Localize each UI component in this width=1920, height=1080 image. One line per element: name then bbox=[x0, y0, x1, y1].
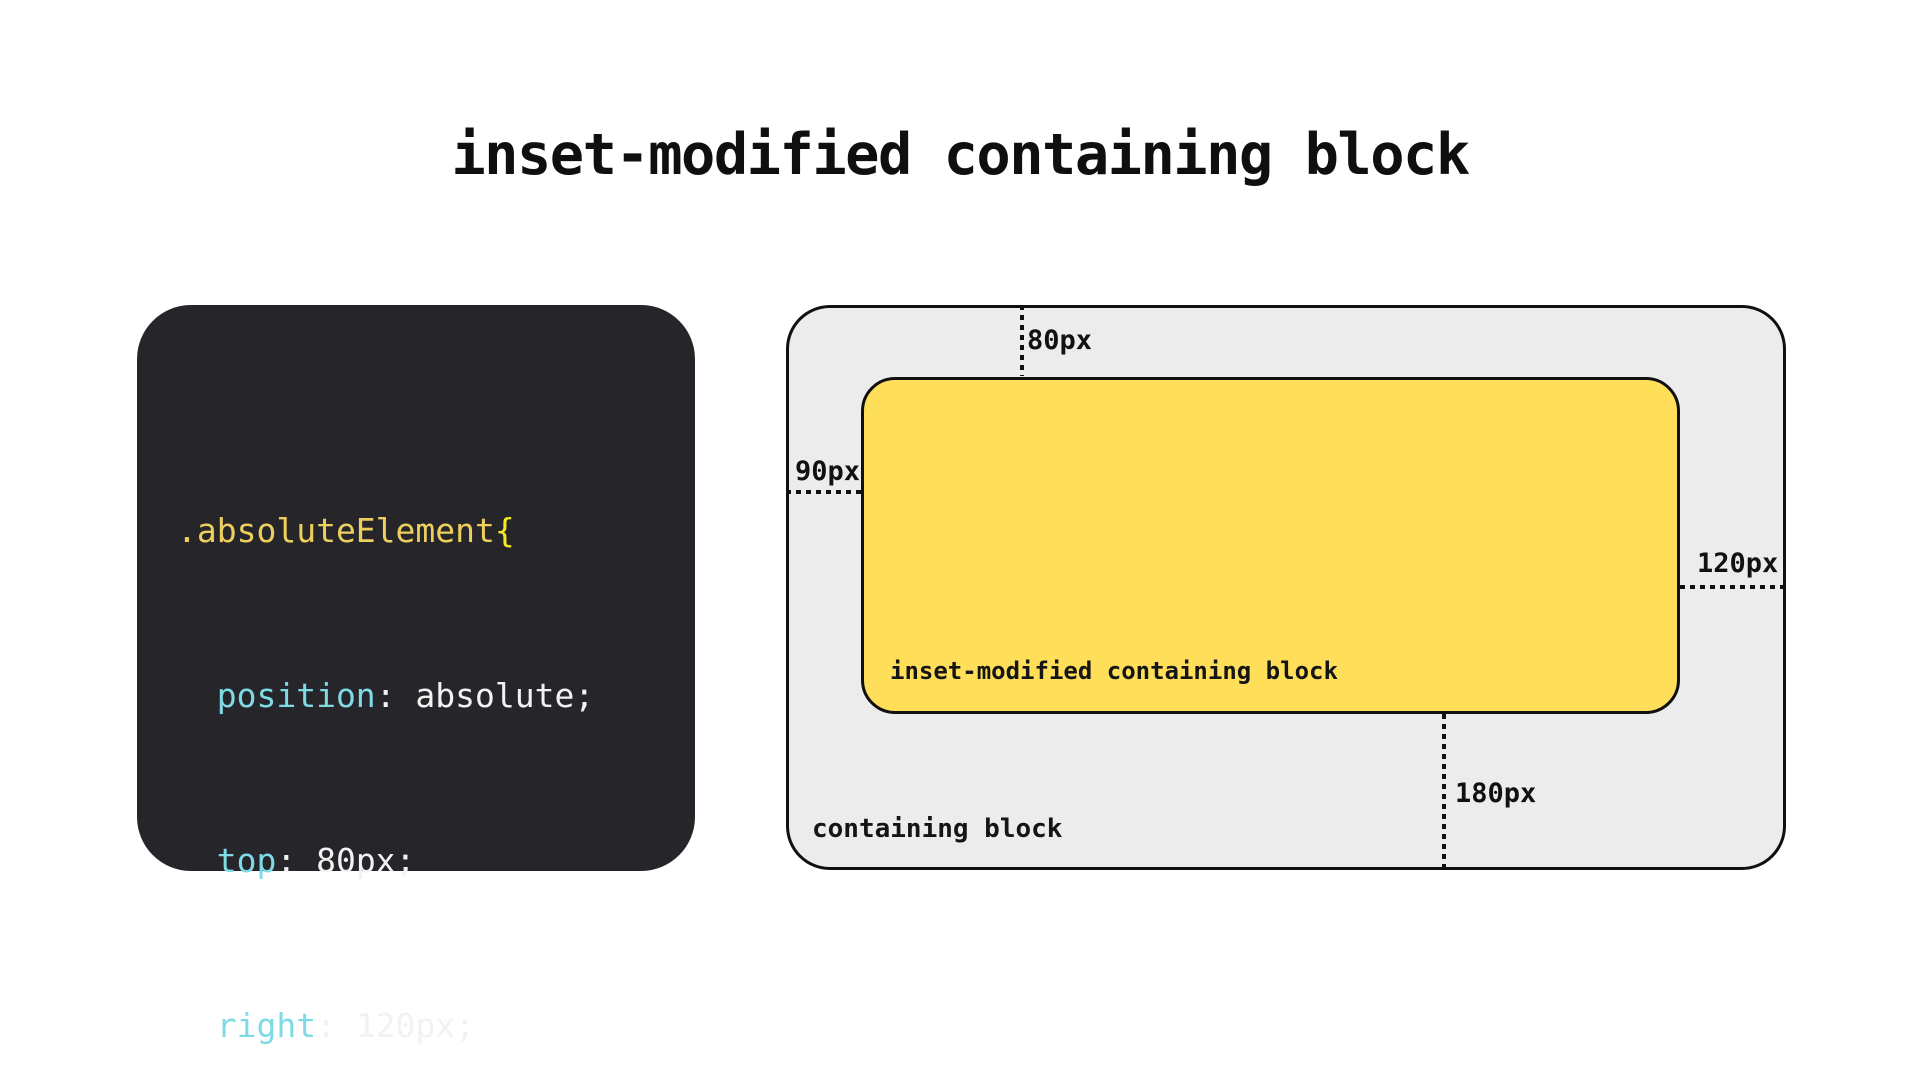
left-inset-label: 90px bbox=[795, 456, 861, 487]
right-inset-label: 120px bbox=[1697, 548, 1779, 579]
code-line-right: right: 120px; bbox=[177, 998, 594, 1053]
inset-modified-box: inset-modified containing block bbox=[861, 377, 1680, 714]
css-code: .absoluteElement{ position: absolute; to… bbox=[177, 393, 594, 1080]
css-property: position bbox=[177, 676, 376, 715]
page-title: inset-modified containing block bbox=[451, 122, 1470, 188]
code-line-selector: .absoluteElement{ bbox=[177, 503, 594, 558]
css-value: : 120px; bbox=[316, 1006, 476, 1045]
css-property: top bbox=[177, 841, 277, 880]
css-code-card: .absoluteElement{ position: absolute; to… bbox=[137, 305, 695, 1045]
right-inset-dotted-line bbox=[1680, 585, 1786, 589]
inset-modified-box-label: inset-modified containing block bbox=[890, 657, 1338, 685]
code-line-top: top: 80px; bbox=[177, 833, 594, 888]
left-inset-dotted-line bbox=[786, 490, 861, 494]
css-value: : 80px; bbox=[276, 841, 416, 880]
containing-block-box: inset-modified containing block 80px 90p… bbox=[786, 305, 1786, 870]
top-inset-label: 80px bbox=[1027, 325, 1093, 356]
open-brace: { bbox=[494, 511, 515, 550]
containing-block-label: containing block bbox=[812, 814, 1063, 844]
bottom-inset-label: 180px bbox=[1455, 778, 1537, 809]
css-selector: .absoluteElement bbox=[177, 511, 495, 550]
css-value: : absolute; bbox=[375, 676, 595, 715]
bottom-inset-dotted-line bbox=[1442, 714, 1446, 870]
top-inset-dotted-line bbox=[1020, 305, 1024, 376]
css-property: right bbox=[177, 1006, 317, 1045]
code-line-position: position: absolute; bbox=[177, 668, 595, 723]
